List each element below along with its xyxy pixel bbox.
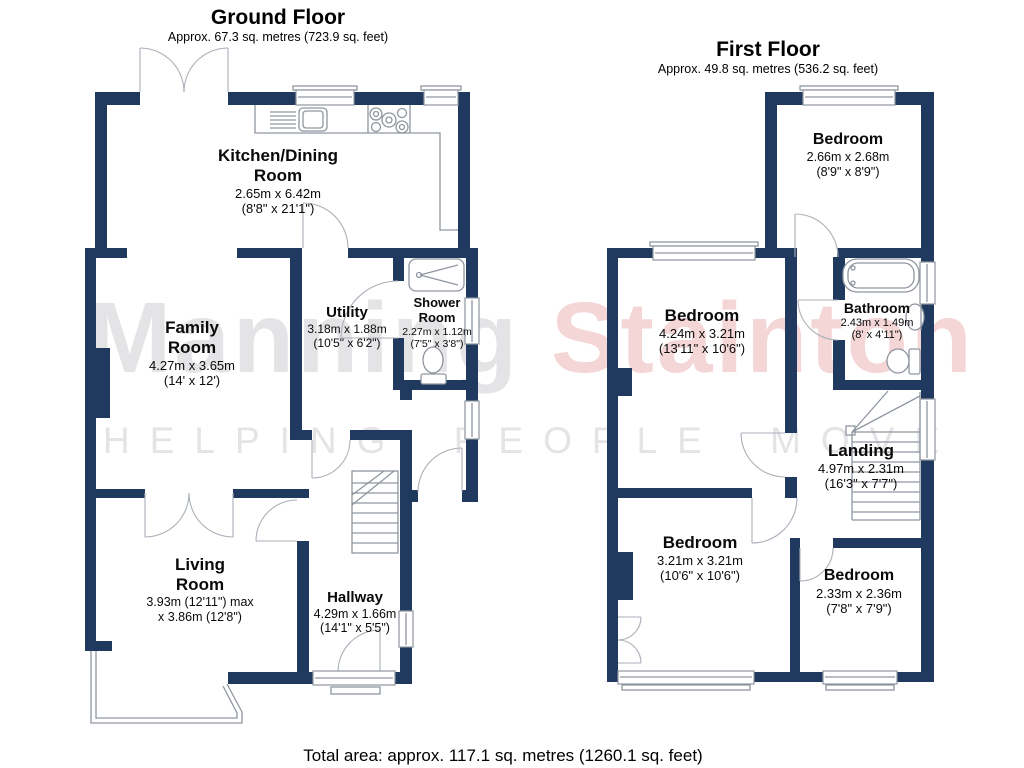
bathtub-icon bbox=[842, 258, 920, 293]
ground-floor-plan bbox=[85, 47, 480, 724]
toilet-icon bbox=[886, 348, 921, 375]
first-floor-title: First Floor bbox=[716, 38, 820, 61]
total-area-text: Total area: approx. 117.1 sq. metres (12… bbox=[303, 746, 703, 765]
kitchen-fixtures bbox=[254, 105, 458, 231]
first-floor-stairs bbox=[845, 390, 921, 521]
kitchen-sink-icon bbox=[270, 107, 328, 132]
room-label-hallway: Hallway 4.29m x 1.66m (14'1" x 5'5") bbox=[313, 589, 397, 636]
hob-icon bbox=[369, 107, 409, 134]
watermark-brand: Manning Stainton bbox=[88, 288, 975, 388]
room-label-bedroom-3: Bedroom 3.21m x 3.21m (10'6" x 10'6") bbox=[657, 533, 743, 584]
kitchen-counter bbox=[254, 105, 458, 231]
room-label-bedroom-4: Bedroom 2.33m x 2.36m (7'8" x 7'9") bbox=[816, 567, 902, 617]
ground-floor-windows bbox=[292, 85, 480, 695]
ground-floor-doors bbox=[139, 47, 463, 673]
room-label-bedroom-1: Bedroom 2.66m x 2.68m (8'9" x 8'9") bbox=[806, 131, 890, 179]
watermark-tagline: HELPING PEOPLE MOVE bbox=[103, 420, 960, 461]
ground-floor-area: Approx. 67.3 sq. metres (723.9 sq. feet) bbox=[167, 30, 389, 44]
basin-icon bbox=[905, 303, 925, 331]
living-room-bay-window bbox=[90, 651, 243, 724]
toilet-icon bbox=[420, 346, 447, 385]
first-floor-area: Approx. 49.8 sq. metres (536.2 sq. feet) bbox=[657, 62, 879, 76]
first-floor-windows bbox=[617, 85, 936, 691]
front-step bbox=[330, 686, 381, 695]
window-sill bbox=[649, 241, 759, 247]
window-sill bbox=[825, 684, 895, 691]
room-label-family-room: Family Room 4.27m x 3.65m (14' x 12') bbox=[149, 318, 235, 389]
window-sill bbox=[621, 684, 751, 691]
room-label-shower-room: Shower Room 2.27m x 1.12m (7'5" x 3'8") bbox=[402, 295, 472, 351]
room-label-landing: Landing 4.97m x 2.31m (16'3" x 7'7") bbox=[818, 441, 904, 492]
shower-tray-icon bbox=[408, 258, 465, 292]
room-label-utility: Utility 3.18m x 1.88m (10'5" x 6'2") bbox=[307, 304, 387, 350]
ground-floor-stairs bbox=[351, 470, 399, 554]
shower-room-fixtures bbox=[408, 258, 465, 385]
first-floor-plan bbox=[607, 85, 936, 691]
room-label-bathroom: Bathroom 2.43m x 1.49m (8' x 4'11") bbox=[840, 300, 914, 342]
bathroom-fixtures bbox=[842, 258, 925, 375]
ground-floor-title: Ground Floor bbox=[210, 6, 346, 29]
watermark-word-manning: Manning bbox=[88, 282, 551, 394]
room-label-living-room: Living Room 3.93m (12'11") max x 3.86m (… bbox=[146, 555, 254, 624]
room-label-bedroom-2: Bedroom 4.24m x 3.21m (13'11" x 10'6") bbox=[658, 306, 746, 357]
room-label-kitchen-dining: Kitchen/Dining Room 2.65m x 6.42m (8'8" … bbox=[218, 146, 338, 217]
first-floor-doors bbox=[617, 213, 839, 664]
